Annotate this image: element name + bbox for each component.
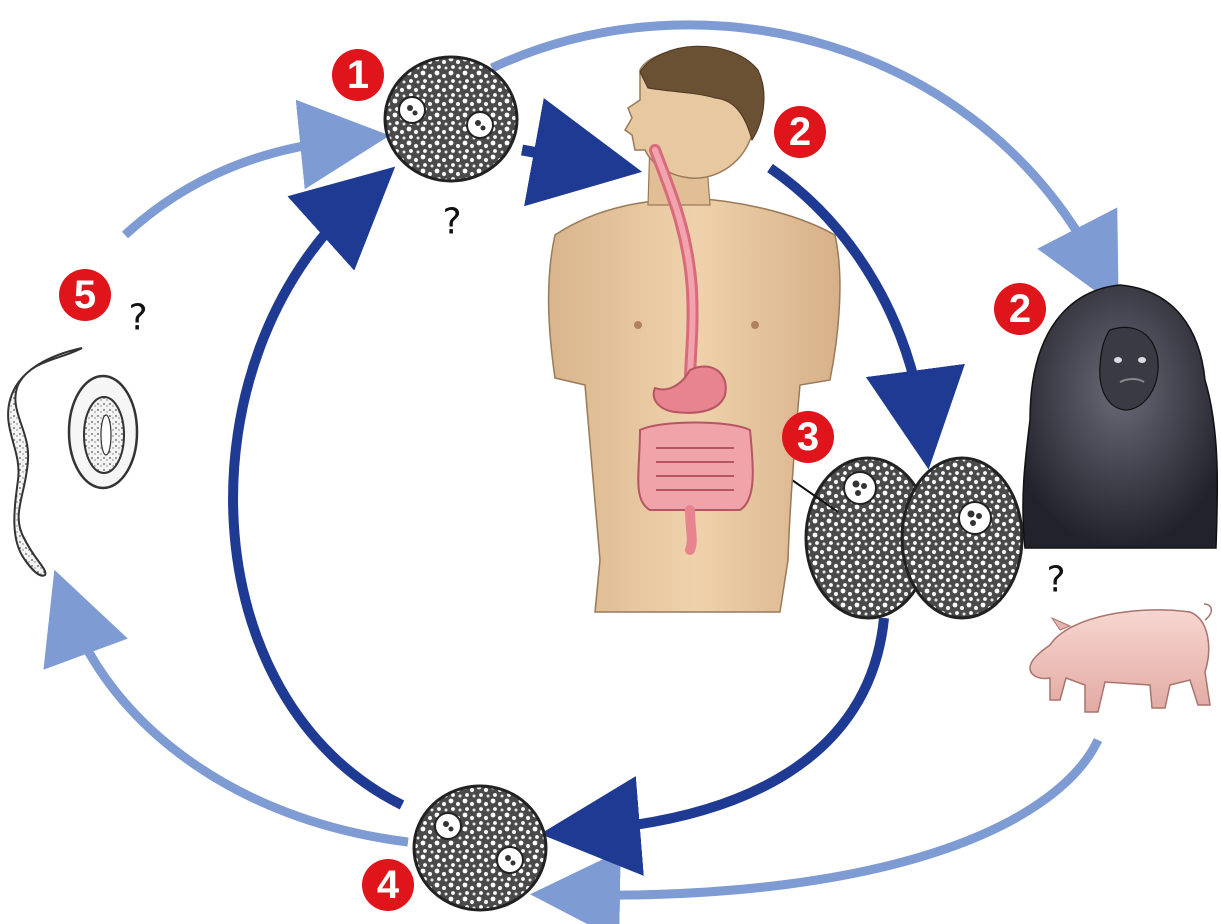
question-mark-free-forms: ? — [128, 298, 147, 339]
cyst-icon — [385, 57, 517, 181]
step-badge-5: 5 — [59, 269, 111, 321]
step-badge-4: 4 — [362, 859, 414, 911]
step-badge-2-human: 2 — [774, 106, 826, 158]
svg-text:2: 2 — [789, 110, 811, 154]
svg-text:3: 3 — [797, 415, 819, 459]
arrow-dividing-cyst-to-cyst — [590, 618, 884, 830]
question-mark-cyst: ? — [442, 202, 461, 243]
svg-text:4: 4 — [377, 863, 400, 907]
step-badge-1: 1 — [332, 49, 384, 101]
arrow-cyst-to-free-forms — [70, 612, 408, 842]
step-badge-2-animal: 2 — [994, 283, 1046, 335]
gorilla-icon — [1023, 285, 1217, 548]
free-living-forms-icon — [8, 348, 137, 576]
arrow-free-forms-to-cyst — [125, 140, 345, 235]
cyst-icon — [414, 786, 546, 910]
dividing-cyst-icon — [806, 458, 1022, 618]
pig-icon — [1030, 604, 1211, 712]
svg-text:2: 2 — [1009, 287, 1031, 331]
arrow-cyst-to-cyst-main — [233, 200, 402, 805]
svg-text:5: 5 — [74, 273, 96, 317]
question-mark-animal-hosts: ? — [1046, 560, 1065, 601]
svg-text:1: 1 — [347, 53, 369, 97]
arrow-cyst-to-human — [522, 150, 588, 162]
step-badge-3: 3 — [782, 411, 834, 463]
